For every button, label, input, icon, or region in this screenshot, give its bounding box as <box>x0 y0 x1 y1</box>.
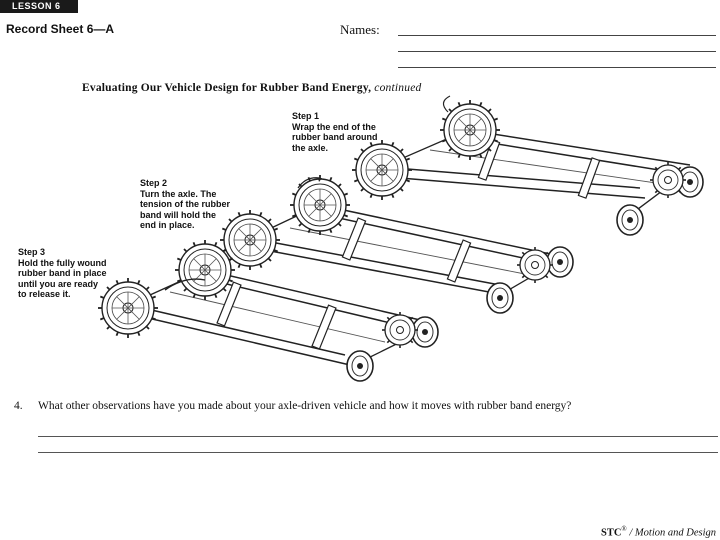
vehicle-step-3 <box>98 240 438 381</box>
vehicle-illustration <box>0 0 720 400</box>
footer-motion-and-design: / Motion and Design <box>627 527 716 538</box>
question-number: 4. <box>14 400 23 413</box>
footer: STC® / Motion and Design <box>601 525 716 539</box>
question-text: What other observations have you made ab… <box>38 400 698 413</box>
answer-line-2[interactable] <box>38 452 718 453</box>
answer-line-1[interactable] <box>38 436 718 437</box>
vehicle-step-1 <box>352 96 703 235</box>
vehicle-step-2 <box>220 175 573 313</box>
footer-stc: STC <box>601 527 621 538</box>
